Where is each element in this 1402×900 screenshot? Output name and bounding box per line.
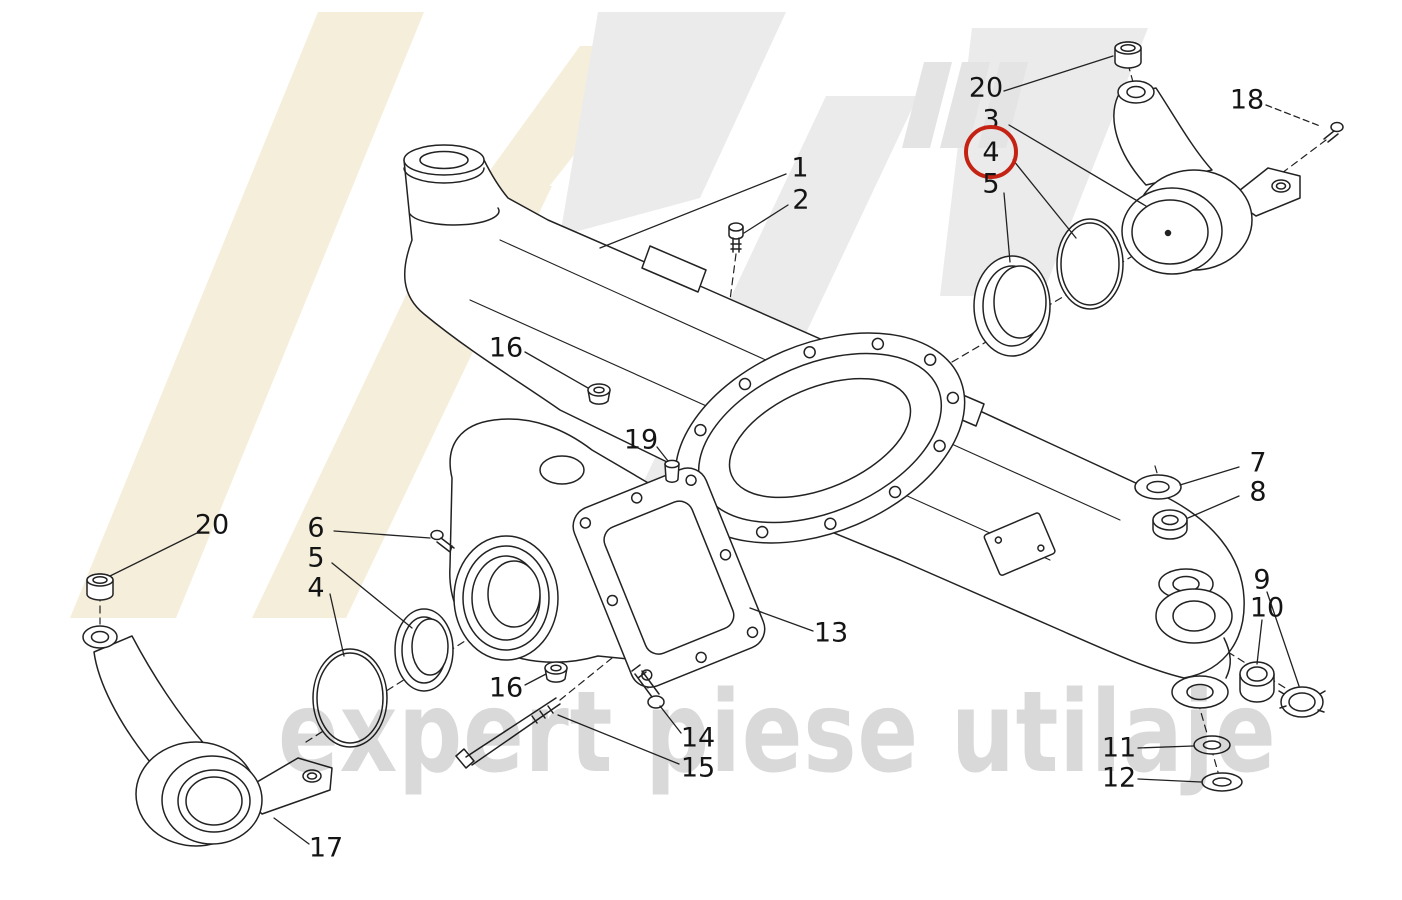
bolt-14	[631, 664, 665, 709]
knuckle-right	[1113, 80, 1301, 275]
o-ring-4-left	[312, 648, 388, 748]
stud-15	[455, 697, 561, 769]
callout-5-top: 5	[982, 168, 1000, 200]
cap-20-left	[86, 573, 114, 601]
callout-8: 8	[1249, 476, 1267, 508]
bolt-2	[728, 222, 744, 253]
callout-13: 13	[813, 617, 849, 649]
washer-11	[1193, 735, 1231, 755]
knuckle-left	[82, 625, 333, 847]
callout-5-left: 5	[307, 542, 325, 574]
washer-12	[1201, 772, 1243, 792]
callout-16-upper: 16	[488, 332, 524, 364]
callout-11: 11	[1101, 732, 1137, 764]
callout-6: 6	[307, 512, 325, 544]
callout-1: 1	[791, 152, 809, 184]
bushing-10	[1239, 661, 1275, 703]
callout-18: 18	[1229, 84, 1265, 116]
callout-4-highlighted: 4	[964, 125, 1018, 179]
callout-20-left: 20	[194, 509, 230, 541]
cap-20-right	[1114, 41, 1142, 69]
callout-14: 14	[680, 722, 716, 754]
callout-20-top: 20	[968, 72, 1004, 104]
plug-16-lower	[544, 661, 568, 683]
leader-lines	[109, 55, 1321, 845]
callout-15: 15	[680, 752, 716, 784]
axle-housing	[403, 144, 1245, 709]
callout-19: 19	[623, 424, 659, 456]
callout-17: 17	[308, 832, 344, 864]
callout-16-lower: 16	[488, 672, 524, 704]
bolt-6	[430, 529, 455, 553]
washer-7	[1134, 474, 1182, 500]
cover-plate	[674, 332, 966, 544]
seal-ring-5-right	[973, 255, 1051, 357]
o-ring-4-right	[1056, 218, 1124, 310]
callout-10: 10	[1249, 592, 1285, 624]
bushing-8	[1152, 509, 1188, 540]
seal-ring-5-left	[394, 608, 454, 692]
bolt-18	[1323, 121, 1344, 143]
callout-7: 7	[1249, 447, 1267, 479]
plug-16-upper	[587, 383, 611, 405]
callout-9: 9	[1253, 564, 1271, 596]
pin-19	[664, 459, 680, 483]
callout-4-left: 4	[307, 572, 325, 604]
callout-12: 12	[1101, 762, 1137, 794]
ring-9	[1278, 686, 1326, 718]
callout-2: 2	[792, 184, 810, 216]
